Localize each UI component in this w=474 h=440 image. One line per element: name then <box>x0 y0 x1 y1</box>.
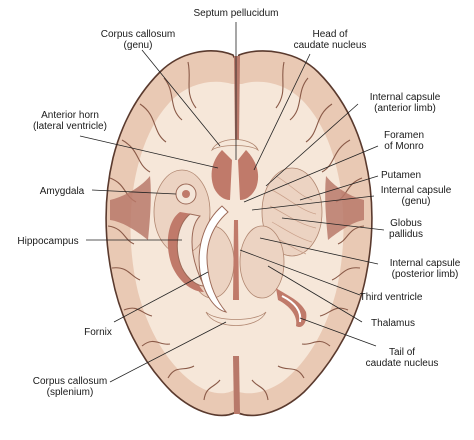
corpus-callosum-genu-shape <box>211 139 259 152</box>
label-hippocampus: Hippocampus <box>17 236 182 247</box>
label-line: (posterior limb) <box>392 269 459 280</box>
leader-thalamus <box>267 265 363 323</box>
label-corpus-callosum-genu: Corpus callosum (genu) <box>101 29 221 147</box>
label-line: Amygdala <box>40 186 85 197</box>
thalamus-right <box>239 225 285 299</box>
label-line: Third ventricle <box>360 292 423 303</box>
label-line: caudate nucleus <box>294 40 367 51</box>
anterior-horn-left <box>211 150 232 200</box>
label-line: Tail of <box>389 347 415 358</box>
label-internal-capsule-genu: Internal capsule (genu) <box>251 185 452 211</box>
leader-foramen-monro <box>243 145 379 203</box>
leader-fornix <box>113 271 209 323</box>
leader-third-ventricle <box>239 249 361 296</box>
label-third-ventricle: Third ventricle <box>239 249 423 303</box>
leader-amygdala <box>91 189 177 195</box>
corpus-callosum-splenium-shape <box>205 311 267 326</box>
sulci-left <box>107 61 221 401</box>
label-line: Anterior horn <box>41 110 99 121</box>
anterior-horn-right <box>238 150 259 200</box>
label-line: (splenium) <box>47 387 94 398</box>
label-line: (anterior limb) <box>374 103 436 114</box>
label-fornix: Fornix <box>84 271 209 338</box>
label-corpus-callosum-splenium: Corpus callosum (splenium) <box>33 321 227 398</box>
label-amygdala: Amygdala <box>40 186 177 197</box>
label-internal-capsule-anterior: Internal capsule (anterior limb) <box>265 92 441 187</box>
amygdala-detail <box>182 190 190 198</box>
label-putamen: Putamen <box>299 170 421 201</box>
label-line: (genu) <box>402 196 431 207</box>
inferior-horn-left <box>167 212 204 292</box>
label-line: Fornix <box>84 327 112 338</box>
label-anterior-horn: Anterior horn (lateral ventricle) <box>33 110 219 169</box>
label-line: Internal capsule <box>370 92 441 103</box>
label-line: Foramen <box>384 130 424 141</box>
leader-putamen <box>299 175 379 201</box>
leader-corpus-callosum-splenium <box>109 321 227 383</box>
label-line: Globus <box>390 218 422 229</box>
label-line: Corpus callosum <box>101 29 175 40</box>
label-foramen-monro: Foramen of Monro <box>243 130 424 203</box>
label-line: Thalamus <box>371 318 415 329</box>
label-line: caudate nucleus <box>366 358 439 369</box>
label-internal-capsule-posterior: Internal capsule (posterior limb) <box>259 237 461 280</box>
longitudinal-fissure-anterior <box>234 56 240 140</box>
label-line: Head of <box>312 29 347 40</box>
leader-internal-capsule-anterior <box>265 103 359 187</box>
label-line: (lateral ventricle) <box>33 121 107 132</box>
third-ventricle-shape <box>233 220 239 300</box>
leader-internal-capsule-genu <box>251 195 375 211</box>
leader-anterior-horn <box>79 135 219 169</box>
label-line: of Monro <box>384 141 424 152</box>
label-thalamus: Thalamus <box>267 265 415 329</box>
label-head-caudate: Head of caudate nucleus <box>253 29 367 171</box>
label-line: Septum pellucidum <box>193 8 278 19</box>
leader-head-caudate <box>253 53 311 171</box>
label-line: Putamen <box>381 170 421 181</box>
fornix-shape <box>198 205 229 313</box>
lentiform-nucleus-right <box>261 167 323 257</box>
label-line: pallidus <box>389 229 423 240</box>
tail-caudate-shape <box>281 295 302 323</box>
label-tail-caudate: Tail of caudate nucleus <box>299 317 439 369</box>
label-line: Internal capsule <box>381 185 452 196</box>
longitudinal-fissure-posterior <box>233 356 240 414</box>
leader-internal-capsule-posterior <box>259 237 379 265</box>
label-globus-pallidus: Globus pallidus <box>281 217 423 240</box>
leader-tail-caudate <box>299 317 377 347</box>
label-line: Hippocampus <box>17 236 78 247</box>
leader-globus-pallidus <box>281 217 385 231</box>
label-line: Corpus callosum <box>33 376 107 387</box>
leader-corpus-callosum-genu <box>141 49 221 147</box>
putamen-striations <box>269 175 317 255</box>
label-line: Internal capsule <box>390 258 461 269</box>
label-line: (genu) <box>124 40 153 51</box>
septum-pellucidum-shape <box>232 150 238 204</box>
label-septum-pellucidum: Septum pellucidum <box>193 8 279 160</box>
